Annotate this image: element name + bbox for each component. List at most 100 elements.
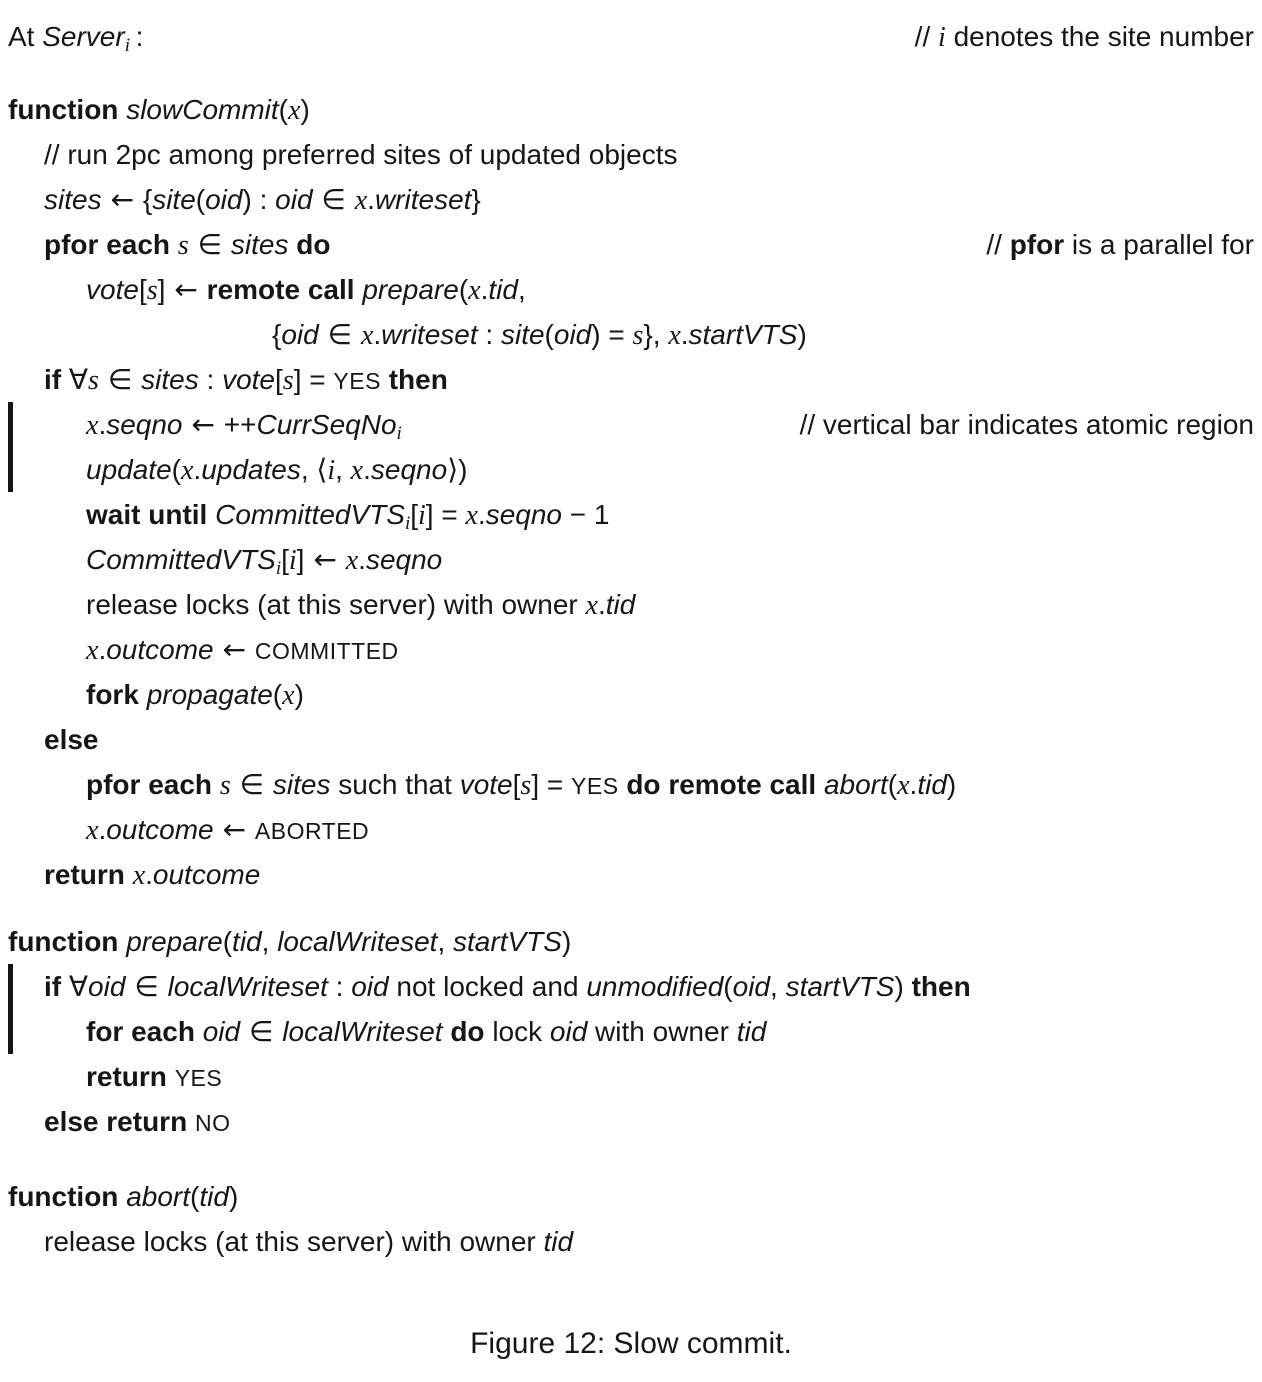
code-segment: is a parallel for bbox=[1064, 229, 1254, 260]
line-prepare-args-continuation: {oid ∈ x.writeset : site(oid) = s}, x.st… bbox=[0, 312, 1262, 357]
code-segment: sites bbox=[141, 364, 199, 395]
code-segment: YES bbox=[333, 368, 381, 394]
code-segment: remote call bbox=[206, 274, 363, 305]
code-segment: CommittedVTS bbox=[86, 544, 276, 575]
code-segment: CommittedVTS bbox=[215, 499, 405, 530]
code-segment: x bbox=[282, 680, 295, 711]
figure-caption: Figure 12: Slow commit. bbox=[470, 1327, 792, 1360]
code-segment: localWriteset bbox=[277, 926, 438, 957]
code-segment: fork bbox=[86, 679, 147, 710]
code-segment: vote bbox=[459, 769, 513, 800]
code-segment: tid bbox=[736, 1016, 767, 1047]
code-segment: x bbox=[465, 500, 478, 531]
code-segment: oid bbox=[549, 1016, 588, 1047]
line-update-call: update(x.updates, ⟨i, x.seqno⟩) bbox=[0, 447, 1262, 492]
code-segment: oid bbox=[88, 971, 126, 1002]
code-segment: ] = bbox=[425, 499, 466, 530]
code-segment: ∀ bbox=[68, 970, 89, 1003]
code-segment: ) bbox=[300, 94, 310, 125]
code-segment: prepare bbox=[362, 274, 459, 305]
code-segment: x bbox=[468, 275, 481, 306]
line-function-prepare: function prepare(tid, localWriteset, sta… bbox=[0, 919, 1262, 964]
code-segment: oid bbox=[732, 971, 770, 1002]
code-segment: // bbox=[986, 229, 1010, 260]
code-segment: . bbox=[363, 454, 371, 485]
code-segment: . bbox=[193, 454, 202, 485]
code-segment: x bbox=[86, 815, 99, 846]
code-segment: seqno bbox=[370, 454, 448, 485]
code-segment: startVTS bbox=[688, 319, 798, 350]
code-segment: i bbox=[288, 545, 297, 576]
code-segment: . bbox=[98, 814, 107, 845]
line-seqno-assign: x.seqno ← ++CurrSeqNoi// vertical bar in… bbox=[0, 402, 1262, 447]
code-segment: oid bbox=[202, 1016, 241, 1047]
code-segment: ( bbox=[723, 971, 733, 1002]
code-segment: vote bbox=[86, 274, 139, 305]
code-segment: , bbox=[300, 454, 317, 485]
code-segment: writeset bbox=[381, 319, 478, 350]
line-function-abort: function abort(tid) bbox=[0, 1174, 1262, 1219]
code-segment: ← bbox=[101, 183, 143, 216]
code-segment: . bbox=[373, 319, 382, 350]
inline-comment: // vertical bar indicates atomic region bbox=[800, 402, 1254, 447]
code-segment: return bbox=[44, 859, 133, 890]
code-segment: x bbox=[668, 320, 681, 351]
code-segment: propagate bbox=[146, 679, 273, 710]
code-segment: YES bbox=[174, 1065, 223, 1091]
code-segment: { bbox=[142, 184, 153, 215]
code-segment: localWriteset bbox=[282, 1016, 443, 1047]
code-segment: x bbox=[86, 410, 99, 441]
code-segment: : bbox=[327, 971, 352, 1002]
code-segment: // run 2pc among preferred sites of upda… bbox=[44, 139, 678, 170]
line-else-return-no: else return NO bbox=[0, 1099, 1262, 1144]
code-segment: localWriteset bbox=[167, 971, 328, 1002]
code-segment: else return bbox=[44, 1106, 195, 1137]
code-segment: ∈ bbox=[240, 1015, 283, 1048]
code-segment: [ bbox=[275, 364, 283, 395]
line-return-outcome: return x.outcome bbox=[0, 852, 1262, 897]
code-segment: prepare bbox=[126, 926, 223, 957]
code-segment: ← bbox=[213, 633, 255, 666]
pseudocode-figure: At Serveri :// i denotes the site number… bbox=[0, 14, 1262, 1257]
code-segment: pfor each bbox=[44, 229, 178, 260]
code-segment: outcome bbox=[152, 859, 261, 890]
code-segment: ∀ bbox=[68, 363, 89, 396]
code-segment: return bbox=[86, 1061, 175, 1092]
line-wait-until: wait until CommittedVTSi[i] = x.seqno − … bbox=[0, 492, 1262, 537]
code-segment: [ bbox=[512, 769, 521, 800]
code-segment: CurrSeqNo bbox=[256, 409, 397, 440]
code-segment: sites bbox=[230, 229, 289, 260]
code-segment: i bbox=[396, 423, 402, 444]
code-segment: updates bbox=[201, 454, 301, 485]
code-segment: ( bbox=[190, 1181, 200, 1212]
code-segment: tid bbox=[199, 1181, 229, 1212]
code-segment: ) bbox=[294, 679, 304, 710]
code-segment: ] = bbox=[293, 364, 334, 395]
code-segment: not locked and bbox=[388, 971, 587, 1002]
line-at-server: At Serveri :// i denotes the site number bbox=[0, 14, 1262, 59]
code-segment: abort bbox=[823, 769, 888, 800]
code-segment: ∈ bbox=[125, 970, 168, 1003]
code-segment: . bbox=[477, 499, 486, 530]
code-segment: oid bbox=[281, 319, 319, 350]
code-segment: writeset bbox=[374, 184, 472, 215]
code-segment: function bbox=[8, 94, 127, 125]
code-segment: site bbox=[152, 184, 196, 215]
code-segment: ← bbox=[182, 408, 224, 441]
inline-comment: // pfor is a parallel for bbox=[986, 222, 1254, 267]
code-segment: , bbox=[517, 274, 526, 305]
code-segment: tid bbox=[488, 274, 518, 305]
code-segment: s bbox=[282, 365, 294, 396]
code-segment: − 1 bbox=[562, 499, 610, 530]
code-segment: oid bbox=[351, 971, 389, 1002]
code-segment: startVTS bbox=[453, 926, 562, 957]
code-segment: x bbox=[132, 860, 146, 891]
code-segment: x bbox=[897, 770, 910, 801]
code-segment: sites bbox=[272, 769, 331, 800]
code-segment: ] = bbox=[531, 769, 572, 800]
line-outcome-committed: x.outcome ← COMMITTED bbox=[0, 627, 1262, 672]
code-segment: } bbox=[471, 184, 481, 215]
code-segment: . bbox=[145, 859, 153, 890]
code-segment: do bbox=[442, 1016, 485, 1047]
code-segment: denotes the site number bbox=[945, 21, 1254, 52]
